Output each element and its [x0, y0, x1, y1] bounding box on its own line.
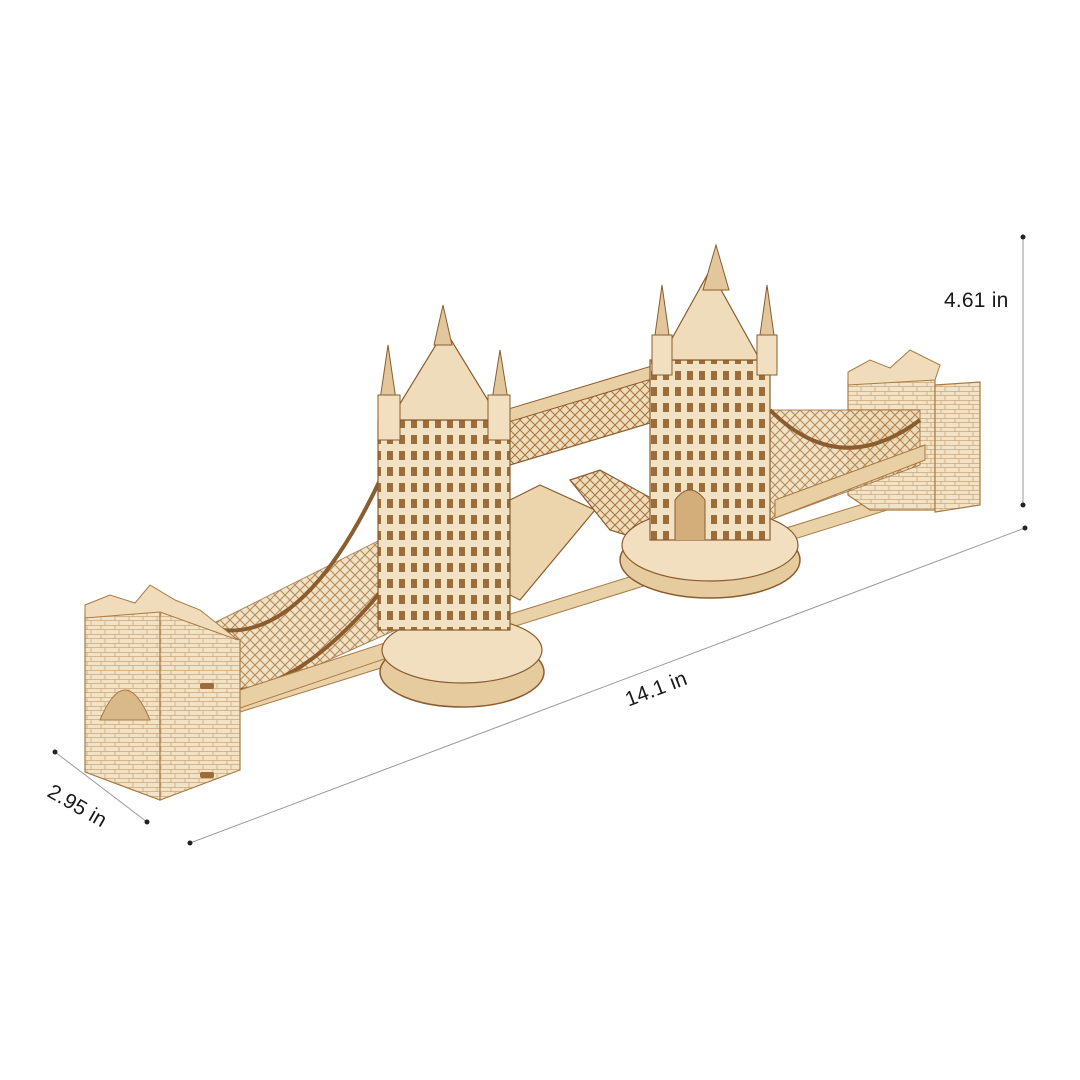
height-label: 4.61 in — [944, 289, 1009, 312]
dimension-endpoints — [52, 234, 1028, 846]
left-tower — [377, 304, 545, 708]
length-dimension-line — [189, 527, 1026, 844]
dimension-lines — [54, 237, 1026, 844]
depth-dimension-line — [54, 751, 148, 823]
right-suspension-span — [768, 408, 926, 521]
upper-walkway — [504, 364, 661, 466]
left-abutment — [84, 584, 241, 801]
bridge-model — [84, 243, 981, 801]
right-tower — [619, 243, 801, 599]
